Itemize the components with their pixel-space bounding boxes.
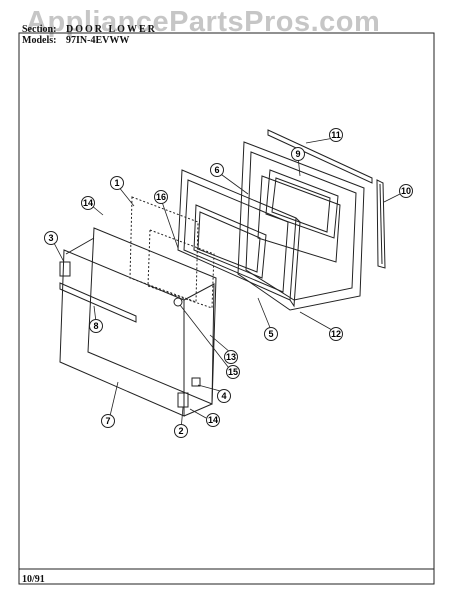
page-frame xyxy=(18,32,435,585)
part-3-end-cap xyxy=(59,261,71,277)
section-label: Section: xyxy=(22,24,57,35)
part-7-outer-panel xyxy=(59,249,185,417)
part-4-bracket xyxy=(191,377,201,387)
leader-lines xyxy=(53,137,403,431)
callout-16: 16 xyxy=(156,192,166,202)
callout-14b: 14 xyxy=(208,415,218,425)
part-10-side-trim xyxy=(376,179,386,269)
callout-10: 10 xyxy=(401,186,411,196)
part-12-inner-panel xyxy=(237,141,365,311)
callout-15: 15 xyxy=(228,367,238,377)
callout-1: 1 xyxy=(114,178,119,188)
callout-12: 12 xyxy=(331,329,341,339)
part-11-trim xyxy=(267,129,373,184)
models-value: 97IN-4EVWW xyxy=(66,35,130,46)
callout-4: 4 xyxy=(221,391,226,401)
part-15-screw xyxy=(173,297,183,307)
part-6-frame xyxy=(177,169,297,301)
section-value: DOOR LOWER xyxy=(66,24,157,35)
callout-14a: 14 xyxy=(83,198,93,208)
callout-9: 9 xyxy=(295,149,300,159)
callout-11: 11 xyxy=(331,130,341,140)
callout-6: 6 xyxy=(214,165,219,175)
part-16-insulation xyxy=(129,196,199,303)
models-label: Models: xyxy=(22,35,57,46)
callout-7: 7 xyxy=(105,416,110,426)
callout-3: 3 xyxy=(48,233,53,243)
callout-13: 13 xyxy=(226,352,236,362)
part-2-hinge xyxy=(177,392,189,408)
callout-5: 5 xyxy=(268,329,273,339)
part-9-window xyxy=(265,169,339,239)
date-code: 10/91 xyxy=(22,574,45,585)
part-8-handle xyxy=(59,282,137,323)
callout-2: 2 xyxy=(178,426,183,436)
callout-8: 8 xyxy=(93,321,98,331)
